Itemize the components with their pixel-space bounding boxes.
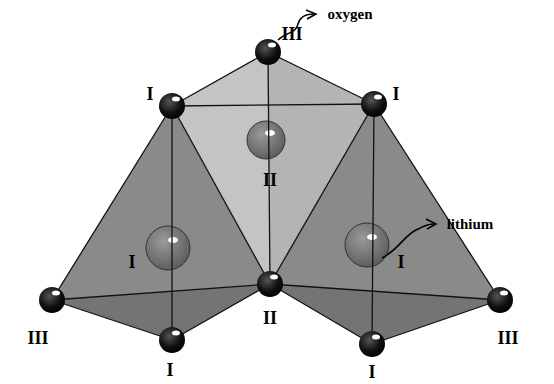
site-number: I <box>166 361 173 379</box>
site-number: I <box>146 85 153 103</box>
tetra-face <box>52 106 270 300</box>
leader-arrowhead <box>426 219 436 229</box>
callout-label: oxygen <box>328 7 373 22</box>
site-number: II <box>263 171 277 189</box>
oxygen-atoms <box>39 39 513 357</box>
highlight <box>367 234 377 240</box>
highlight <box>168 237 178 243</box>
callout-label: lithium <box>447 217 494 232</box>
site-number: III <box>27 329 48 347</box>
site-number: III <box>281 25 302 43</box>
lithium-atom <box>345 223 389 267</box>
site-number: I <box>392 85 399 103</box>
highlight <box>265 130 275 136</box>
lithium-atoms <box>146 121 389 270</box>
site-number: I <box>368 363 375 381</box>
site-number: I <box>397 253 404 271</box>
tetra-face <box>270 104 500 300</box>
site-number: II <box>263 309 277 327</box>
tetra-face <box>52 284 270 340</box>
lithium-atom <box>247 121 285 159</box>
tetra-edges <box>52 52 500 344</box>
tetra-face <box>270 284 500 344</box>
leader-arrowhead <box>306 10 316 19</box>
leader-line <box>382 224 434 258</box>
site-number: I <box>128 253 135 271</box>
site-number: III <box>497 329 518 347</box>
lithium-atom <box>146 226 190 270</box>
